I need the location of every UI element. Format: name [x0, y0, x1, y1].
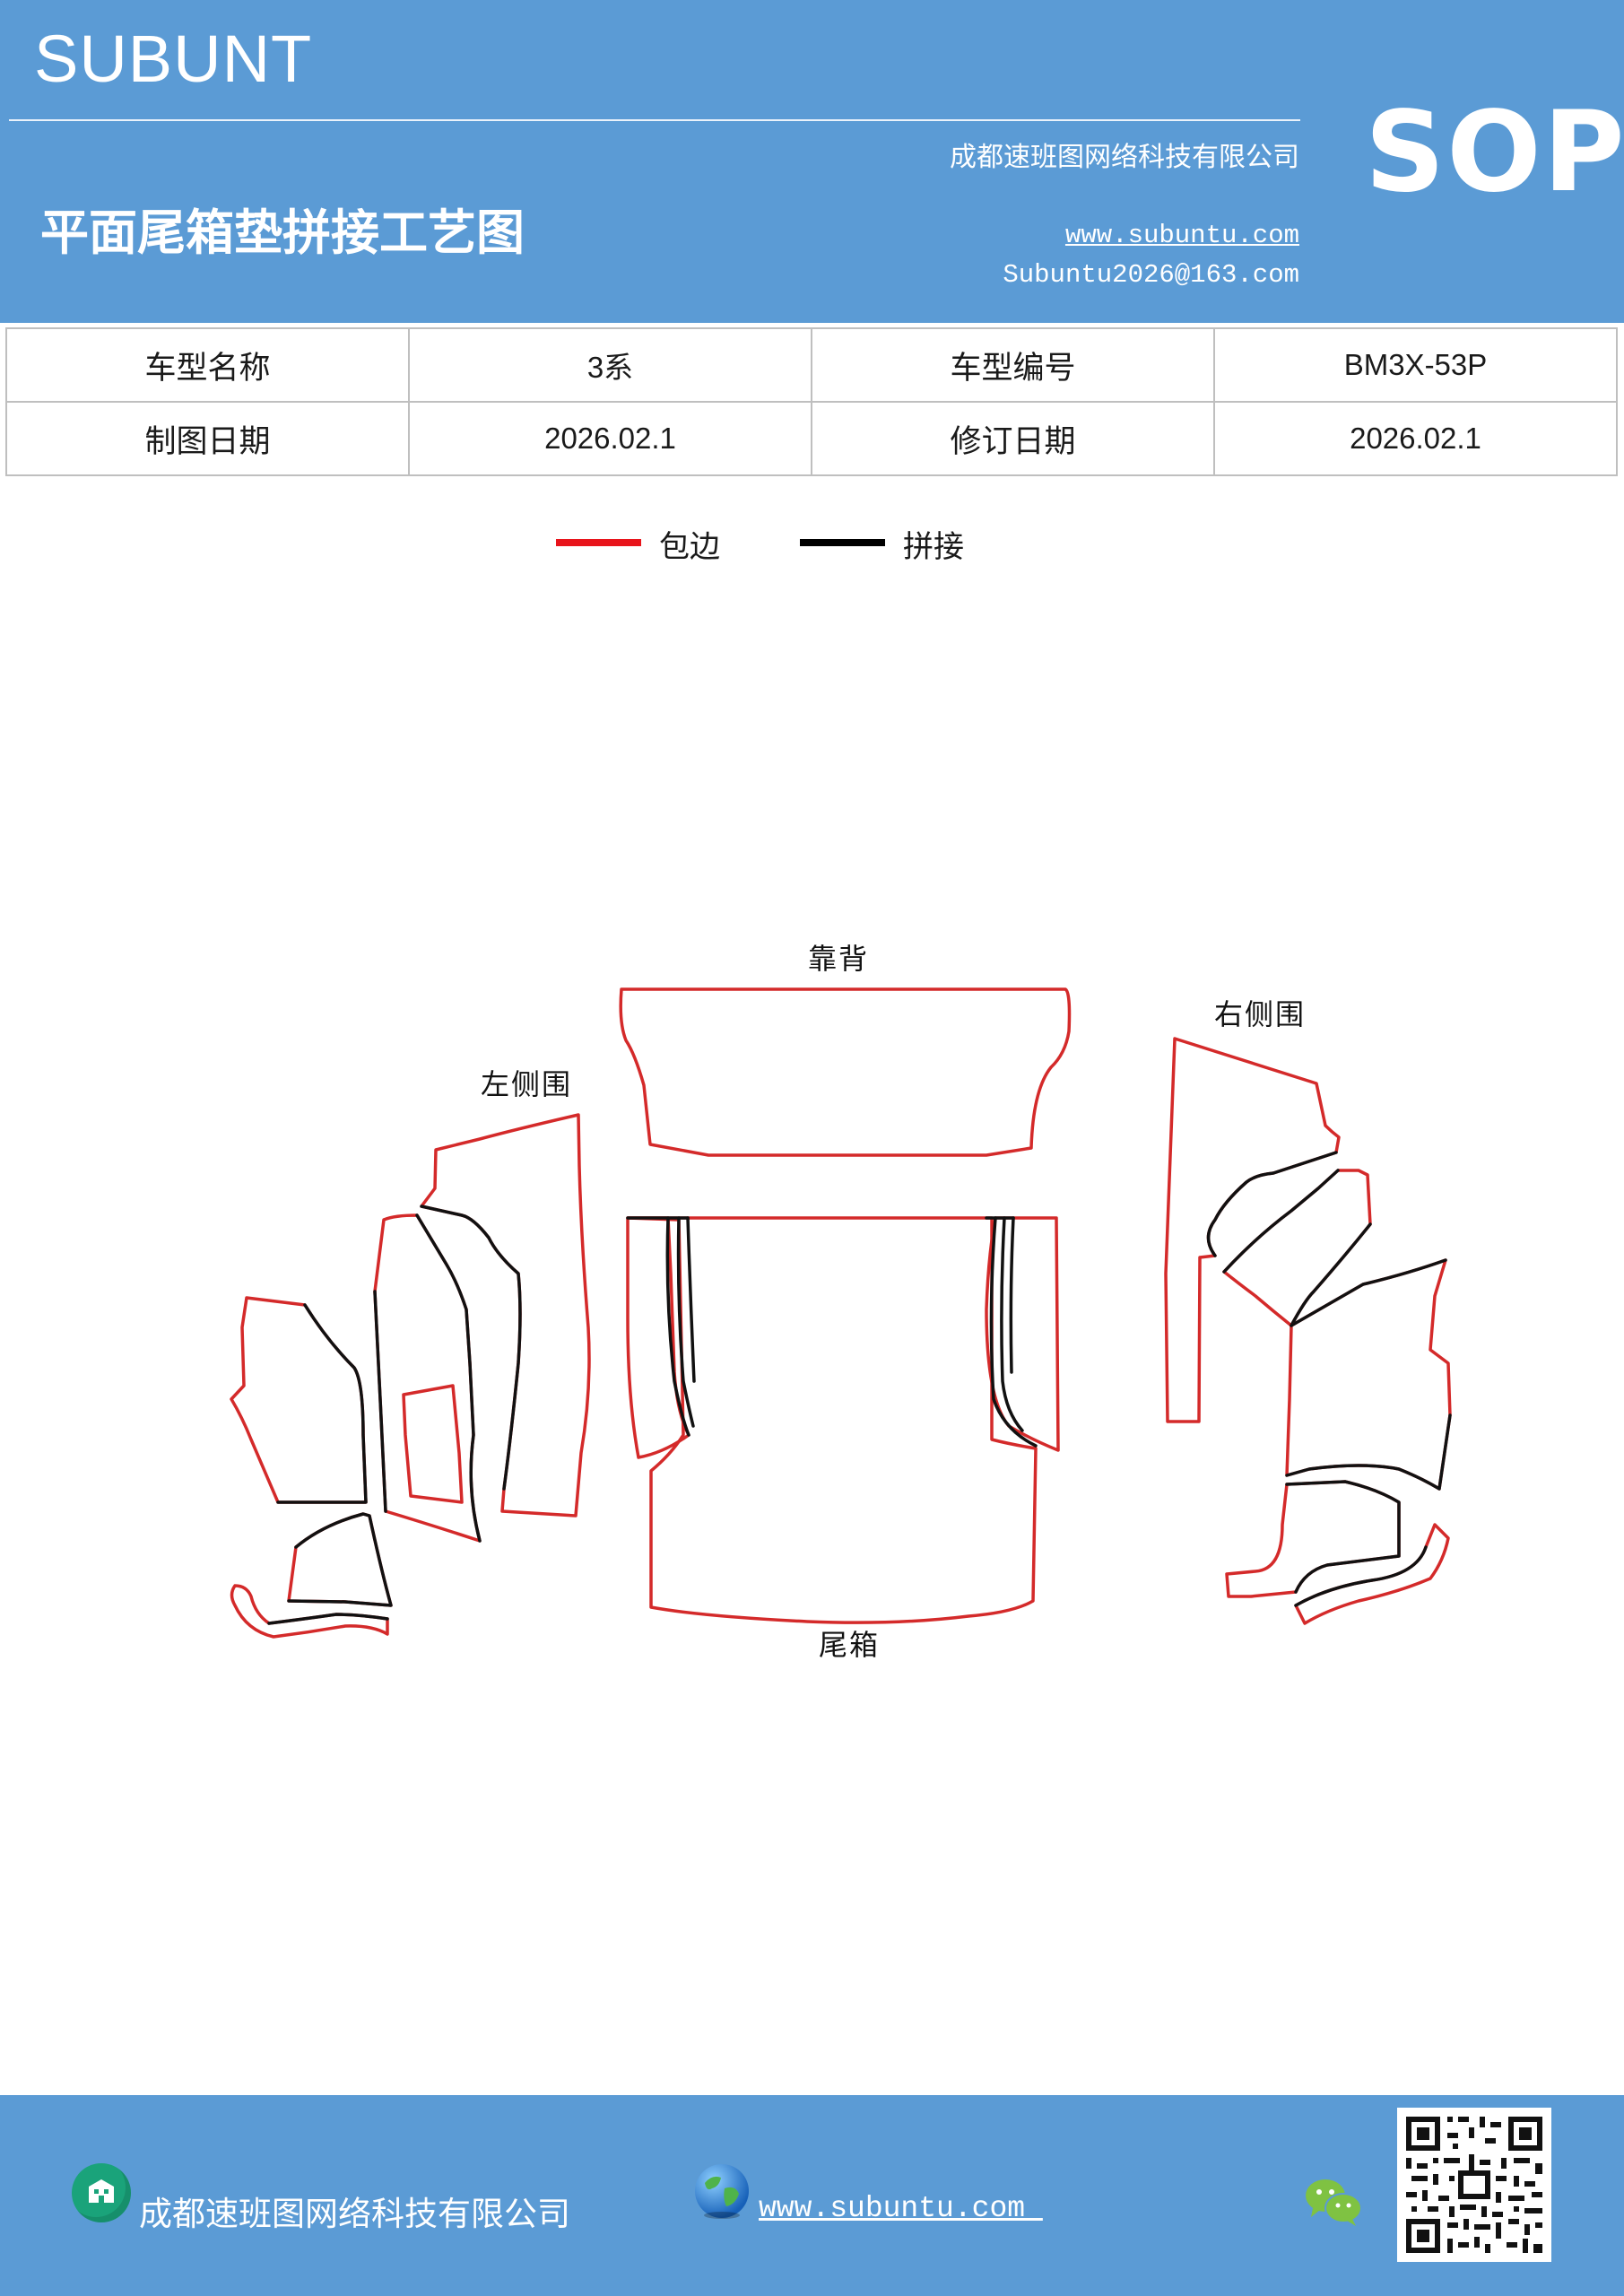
right-side-seam-wheel — [1285, 1480, 1401, 1594]
legend: 包边 拼接 — [556, 520, 1094, 574]
backrest-label: 靠背 — [808, 942, 869, 976]
backrest-panel — [619, 987, 1072, 1157]
revision-date-value: 2026.02.1 — [1213, 401, 1618, 476]
model-name-label: 车型名称 — [5, 327, 410, 403]
legend-label-binding: 包边 — [659, 529, 720, 565]
trunk-left-seams — [626, 1216, 696, 1437]
website-link[interactable]: www.subuntu.com — [1064, 221, 1299, 250]
left-side-seam-wheel — [287, 1512, 393, 1607]
sop-badge: SOP — [1365, 88, 1624, 217]
vehicle-info-table: 车型名称 3系 车型编号 BM3X-53P 制图日期 2026.02.1 修订日… — [5, 327, 1618, 476]
revision-date-label: 修订日期 — [811, 401, 1215, 476]
left-side-seam-rear — [420, 1205, 522, 1491]
model-name-value: 3系 — [408, 327, 812, 403]
model-code-value: BM3X-53P — [1213, 327, 1618, 403]
trunk-right-seams — [985, 1216, 1038, 1448]
left-side-panel-wheel — [287, 1512, 393, 1607]
building-icon — [72, 2163, 131, 2222]
right-side-seam-strip — [1294, 1545, 1428, 1607]
left-side-panel-rear — [420, 1113, 591, 1518]
trunk-right-wall — [985, 1216, 1060, 1452]
page-header: SUBUNT 成都速班图网络科技有限公司 平面尾箱垫拼接工艺图 www.subu… — [0, 0, 1624, 323]
drawing-date-value: 2026.02.1 — [408, 401, 812, 476]
left-side-seam-front — [276, 1303, 368, 1504]
left-side-panel-front — [230, 1296, 368, 1504]
left-side-strip — [230, 1584, 389, 1639]
trunk-mat-diagram: 靠背 左侧围 右侧围 尾箱 — [230, 942, 1452, 1662]
footer-website-link[interactable]: www.subuntu.com — [759, 2192, 1043, 2225]
left-side-seam-mid — [373, 1213, 482, 1543]
left-side-seam-strip — [267, 1613, 389, 1625]
trunk-label: 尾箱 — [819, 1628, 880, 1662]
left-side-label: 左侧围 — [481, 1067, 572, 1101]
table-row: 车型名称 3系 车型编号 BM3X-53P — [5, 327, 1618, 403]
header-divider — [9, 119, 1300, 121]
table-row: 制图日期 2026.02.1 修订日期 2026.02.1 — [5, 401, 1618, 476]
model-code-label: 车型编号 — [811, 327, 1215, 403]
legend-swatch-binding — [556, 539, 641, 546]
right-side-strip — [1294, 1523, 1450, 1625]
document-title: 平面尾箱垫拼接工艺图 — [40, 204, 525, 261]
page-footer: 成都速班图网络科技有限公司 www.subuntu.com — [0, 2095, 1624, 2296]
trunk-floor-panel — [626, 1216, 1038, 1624]
qr-code[interactable] — [1397, 2108, 1551, 2262]
right-side-panel-rear — [1164, 1037, 1341, 1423]
left-side-cutout — [402, 1384, 464, 1504]
right-side-seam-mid — [1222, 1169, 1372, 1327]
brand-name: SUBUNT — [34, 22, 313, 96]
drawing-date-label: 制图日期 — [5, 401, 410, 476]
legend-label-seam: 拼接 — [903, 529, 964, 565]
left-side-panel-mid — [373, 1213, 482, 1543]
globe-icon — [692, 2161, 751, 2221]
email-address: Subuntu2026@163.com — [1003, 260, 1299, 290]
company-name: 成都速班图网络科技有限公司 — [950, 142, 1299, 173]
right-side-seam-rear — [1206, 1151, 1338, 1257]
right-side-seam-front — [1285, 1258, 1452, 1491]
footer-company-name: 成都速班图网络科技有限公司 — [139, 2195, 570, 2233]
right-side-label: 右侧围 — [1214, 997, 1306, 1031]
legend-swatch-seam — [800, 539, 885, 546]
wechat-icon — [1304, 2176, 1363, 2228]
